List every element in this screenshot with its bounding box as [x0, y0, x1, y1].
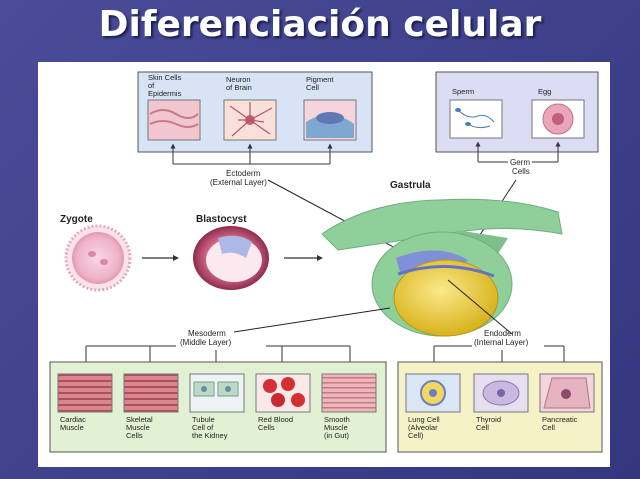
mesoderm-cell-smooth: Smooth Muscle (in Gut)	[321, 373, 377, 440]
cell-label: (Alveolar	[408, 423, 438, 432]
cell-label: Cells	[126, 431, 143, 440]
cell-label: Cell	[476, 423, 489, 432]
cell-label: Skin Cells	[148, 73, 182, 82]
gastrula-image	[321, 198, 563, 337]
stage-blastocyst-label: Blastocyst	[196, 214, 247, 225]
cell-label: Red Blood	[258, 415, 293, 424]
germ-cell-sperm: Sperm	[449, 87, 503, 139]
ectoderm-label: Ectoderm	[226, 169, 261, 178]
cell-label: Neuron	[226, 75, 251, 84]
endoderm-cell-pancreatic: Pancreatic Cell	[539, 373, 595, 432]
endoderm-cell-lung: Lung Cell (Alveolar Cell)	[405, 373, 461, 440]
cell-label: Pigment	[306, 75, 334, 84]
cell-label: the Kidney	[192, 431, 228, 440]
ectoderm-connectors	[170, 143, 333, 165]
cell-label: Tubule	[192, 415, 215, 424]
cell-label: Muscle	[60, 423, 84, 432]
cell-label: Pancreatic	[542, 415, 578, 424]
cell-label: Cardiac	[60, 415, 86, 424]
cell-label: Muscle	[324, 423, 348, 432]
cell-label: Smooth	[324, 415, 350, 424]
cell-label: of	[148, 81, 155, 90]
germ-sublabel: Cells	[512, 167, 530, 176]
endoderm-cell-thyroid: Thyroid Cell	[473, 373, 529, 432]
cell-label: Thyroid	[476, 415, 501, 424]
blastocyst-image	[193, 226, 269, 290]
mesoderm-cell-skeletal: Skeletal Muscle Cells	[123, 373, 179, 440]
cell-label: Egg	[538, 87, 551, 96]
mesoderm-label: Mesoderm	[188, 329, 226, 338]
mesoderm-sublabel: (Middle Layer)	[180, 338, 231, 347]
ectoderm-pointer	[267, 179, 415, 259]
germ-label: Germ	[510, 158, 530, 167]
cell-label: Lung Cell	[408, 415, 440, 424]
diagram-panel: Skin Cells of Epidermis Neuron of Brain …	[38, 62, 610, 467]
cell-label: Epidermis	[148, 89, 182, 98]
endoderm-pointer	[447, 279, 513, 335]
ectoderm-cell-pigment: Pigment Cell	[303, 75, 357, 141]
cell-label: (in Gut)	[324, 431, 350, 440]
zygote-image	[64, 224, 132, 292]
cell-label: Sperm	[452, 87, 474, 96]
germ-cell-egg: Egg	[531, 87, 585, 139]
cell-label: Muscle	[126, 423, 150, 432]
cell-label: Cell)	[408, 431, 424, 440]
page-title: Diferenciación celular	[98, 4, 542, 45]
stage-zygote-label: Zygote	[60, 214, 93, 225]
stage-gastrula-label: Gastrula	[390, 180, 431, 191]
cell-differentiation-diagram: Skin Cells of Epidermis Neuron of Brain …	[49, 71, 603, 453]
germ-connectors	[475, 141, 561, 163]
cell-label: Cells	[258, 423, 275, 432]
cell-label: Cell of	[192, 423, 214, 432]
cell-label: of Brain	[226, 83, 252, 92]
ectoderm-sublabel: (External Layer)	[210, 178, 267, 187]
ectoderm-cell-neuron: Neuron of Brain	[223, 75, 277, 141]
mesoderm-cell-red-blood: Red Blood Cells	[255, 373, 311, 432]
endoderm-label: Endoderm	[484, 329, 521, 338]
mesoderm-pointer	[233, 307, 391, 333]
ectoderm-cell-skin: Skin Cells of Epidermis	[147, 73, 201, 141]
cell-label: Cell	[542, 423, 555, 432]
mesoderm-cell-tubule: Tubule Cell of the Kidney	[189, 373, 245, 440]
mesoderm-cell-cardiac: Cardiac Muscle	[57, 373, 113, 432]
cell-label: Cell	[306, 83, 319, 92]
cell-label: Skeletal	[126, 415, 153, 424]
endoderm-sublabel: (Internal Layer)	[474, 338, 529, 347]
